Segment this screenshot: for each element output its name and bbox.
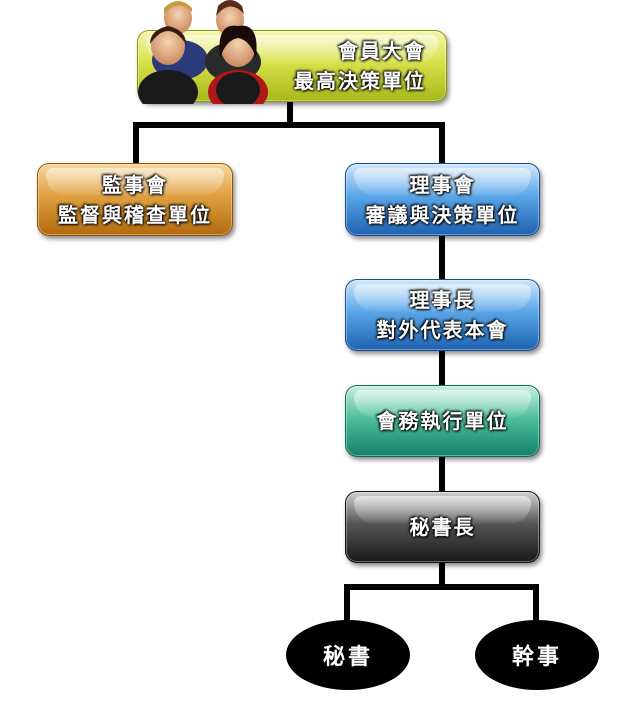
connector-bottom-left-drop [344, 584, 350, 624]
supervisors-box: 監事會 監督與稽查單位 [37, 163, 233, 236]
connector-bottom-stem [439, 562, 445, 590]
connector-bottom-right-drop [533, 584, 539, 624]
chairman-box: 理事長 對外代表本會 [345, 279, 540, 351]
general-assembly-subtitle: 最高決策單位 [294, 69, 426, 93]
chairman-subtitle: 對外代表本會 [376, 318, 509, 342]
supervisors-title: 監事會 [102, 172, 168, 197]
secretary-general-box: 秘書長 [345, 491, 540, 563]
executive-title: 會務執行單位 [376, 409, 509, 433]
connector-right-drop [439, 122, 445, 164]
officer-ellipse: 幹事 [475, 620, 599, 690]
people-meeting-icon [138, 0, 268, 104]
connector-executive-secretary-general [439, 456, 445, 492]
directors-box: 理事會 審議與決策單位 [345, 163, 540, 236]
connector-directors-chairman [439, 236, 445, 280]
directors-subtitle: 審議與決策單位 [365, 202, 520, 227]
connector-top-horizontal [133, 122, 445, 128]
supervisors-subtitle: 監督與稽查單位 [58, 202, 212, 227]
directors-title: 理事會 [409, 172, 476, 197]
connector-left-drop [133, 122, 139, 164]
connector-bottom-horizontal [344, 584, 539, 590]
connector-chairman-executive [439, 350, 445, 386]
executive-box: 會務執行單位 [345, 385, 540, 457]
secretary-label: 秘書 [322, 645, 373, 670]
officer-label: 幹事 [511, 645, 562, 670]
secretary-ellipse: 秘書 [286, 620, 410, 690]
chairman-title: 理事長 [409, 288, 476, 312]
connector-top-stem [287, 100, 293, 128]
secretary-general-title: 秘書長 [409, 515, 476, 539]
general-assembly-title: 會員大會 [338, 39, 426, 63]
